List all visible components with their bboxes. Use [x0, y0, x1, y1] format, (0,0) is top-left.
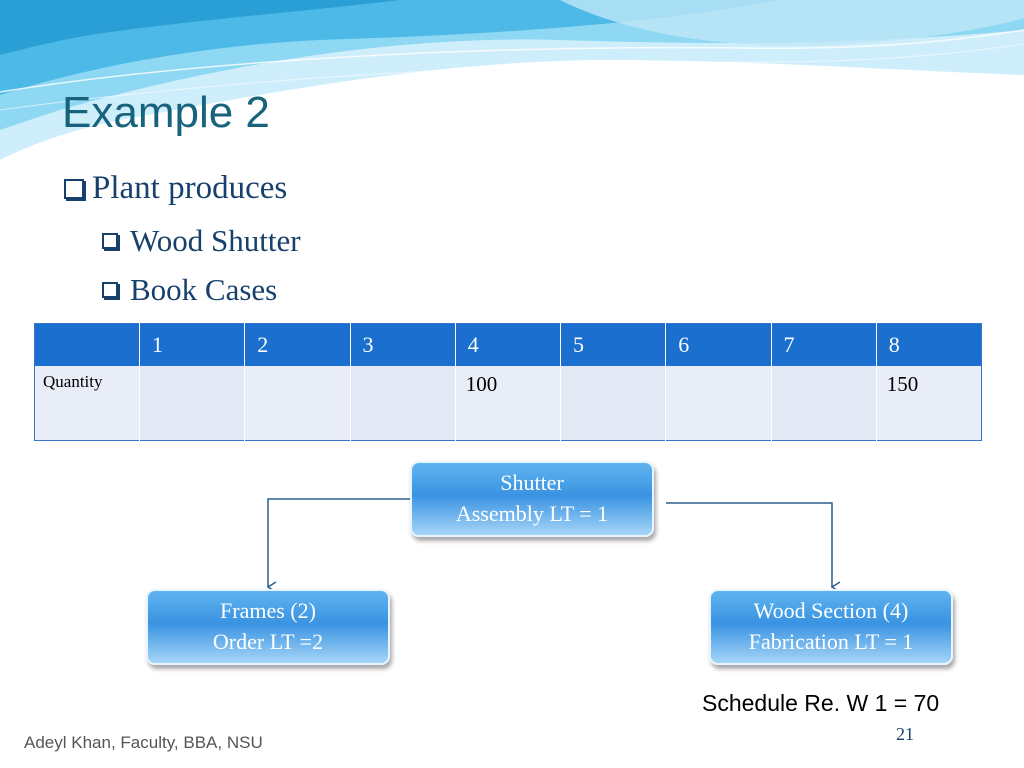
table-cell [665, 366, 771, 441]
checkbox-bullet-icon [102, 282, 118, 298]
bullet-book-cases: Book Cases [102, 272, 277, 308]
node-frames: Frames (2) Order LT =2 [146, 589, 390, 665]
node-label: Fabrication LT = 1 [748, 629, 914, 654]
header-cell: 1 [138, 323, 245, 366]
bullet-plant-produces: Plant produces [64, 170, 287, 207]
table-cell [138, 366, 245, 441]
header-cell: 6 [665, 323, 771, 366]
checkbox-bullet-icon [64, 178, 84, 199]
bullet-wood-shutter: Wood Shutter [102, 223, 301, 259]
header-cell [34, 323, 140, 366]
node-label: Order LT =2 [212, 629, 324, 654]
table-cell [349, 366, 456, 441]
table-cell: 150 [875, 366, 982, 441]
table-cell [770, 366, 877, 441]
header-cell: 3 [349, 323, 456, 366]
header-cell: 4 [454, 323, 561, 366]
connector-to-frames [266, 498, 410, 593]
header-cell: 2 [244, 323, 350, 366]
header-cell: 7 [770, 323, 877, 366]
page-number: 21 [896, 724, 914, 744]
node-label: Shutter [500, 470, 564, 496]
node-shutter-assembly: Shutter Assembly LT = 1 [410, 461, 654, 537]
bullet-text: Plant produces [92, 170, 288, 206]
table-cell [559, 366, 666, 441]
footer-author: Adeyl Khan, Faculty, BBA, NSU [24, 733, 263, 752]
schedule-table: 1 2 3 4 5 6 7 8 Quantity 100 150 [34, 323, 982, 441]
checkbox-bullet-icon [102, 233, 118, 249]
connector-to-wood-section [666, 502, 841, 593]
bullet-text: Wood Shutter [130, 223, 301, 258]
node-wood-section: Wood Section (4) Fabrication LT = 1 [709, 589, 953, 665]
header-cell: 5 [559, 323, 666, 366]
header-cell: 8 [875, 323, 982, 366]
schedule-note: Schedule Re. W 1 = 70 [702, 690, 940, 716]
node-label: Assembly LT = 1 [455, 501, 609, 526]
node-label: Frames (2) [220, 598, 316, 624]
node-label: Wood Section (4) [753, 598, 909, 624]
row-label-cell: Quantity [34, 366, 140, 441]
slide-title: Example 2 [62, 88, 270, 137]
table-cell: 100 [454, 366, 561, 441]
background-waves [0, 0, 1024, 160]
table-cell [244, 366, 350, 441]
bullet-text: Book Cases [130, 272, 278, 307]
table-row: Quantity 100 150 [34, 366, 982, 441]
table-header-row: 1 2 3 4 5 6 7 8 [34, 323, 982, 366]
